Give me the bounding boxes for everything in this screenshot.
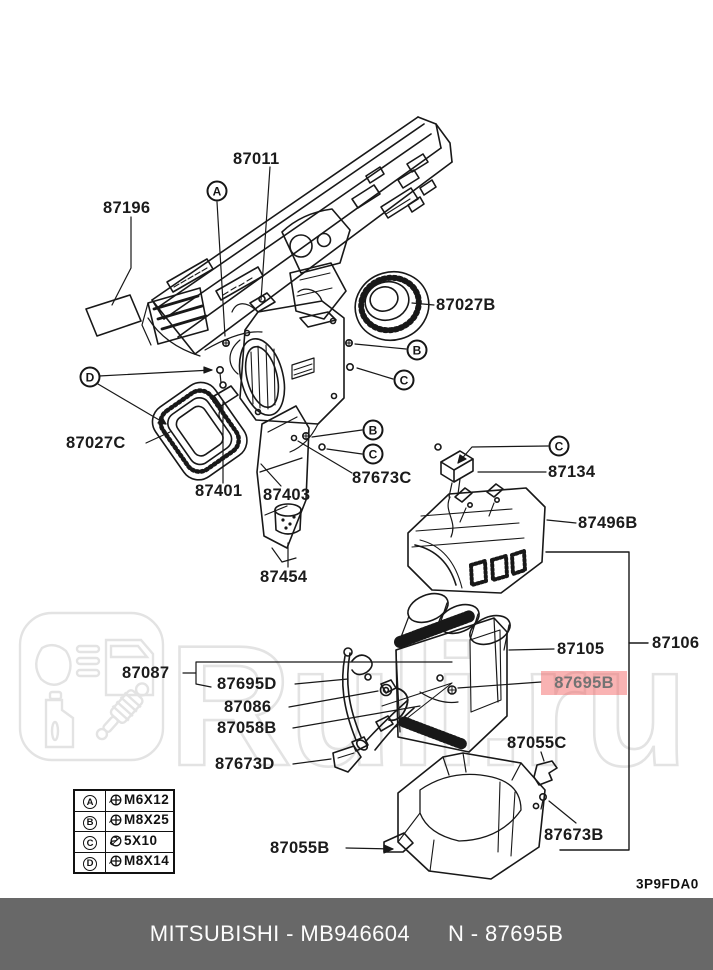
part-label-87011[interactable]: 87011 (233, 149, 280, 168)
fastener-legend-table: A M6X12 B M8X25 C 5X10 D M8X14 (73, 789, 176, 874)
resistor-87134-drawing (434, 443, 474, 538)
part-label-87027C[interactable]: 87027C (66, 433, 126, 452)
part-label-87695D[interactable]: 87695D (217, 674, 277, 693)
bracket-87403-drawing (256, 405, 310, 563)
callout-circle-C2: C (362, 443, 384, 465)
part-label-87086[interactable]: 87086 (224, 697, 272, 716)
heater-pipes-drawing (332, 647, 453, 773)
vent-87027C-drawing (151, 381, 248, 481)
duct-87027B-drawing (354, 270, 430, 342)
legend-letter-b: B (83, 815, 97, 830)
drawing-code: 3P9FDA0 (636, 876, 699, 892)
leader-lines (97, 166, 577, 854)
callout-circle-A: A (206, 180, 228, 202)
watermark-logo-icon (18, 611, 165, 762)
bracket-87055C-drawing (533, 760, 558, 810)
case-87055B-drawing (383, 752, 546, 880)
foam-87454-drawing (274, 503, 302, 535)
highlighted-part-87695B[interactable]: 87695B (541, 671, 627, 695)
part-label-87134[interactable]: 87134 (548, 462, 596, 481)
bracket-87106-lines (545, 551, 649, 851)
legend-size: M8X25 (124, 812, 170, 828)
legend-row-D: D M8X14 (73, 851, 175, 874)
legend-letter-d: D (83, 856, 97, 871)
part-label-87496B[interactable]: 87496B (578, 513, 638, 532)
bracket-87401-drawing (213, 381, 239, 422)
part-label-87055B[interactable]: 87055B (270, 838, 330, 857)
footer-catalog-ref: N - 87695B (447, 921, 564, 946)
part-label-87055C[interactable]: 87055C (507, 733, 567, 752)
part-label-87087[interactable]: 87087 (122, 663, 170, 682)
legend-size: M6X12 (124, 791, 170, 807)
legend-row-A: A M6X12 (73, 789, 175, 812)
part-label-87106[interactable]: 87106 (652, 633, 700, 652)
phillips-screw-icon (109, 854, 123, 871)
legend-row-C: C 5X10 (73, 831, 175, 853)
tapping-screw-icon (109, 834, 123, 851)
callout-circle-B: B (406, 339, 428, 361)
heater-unit-drawing (216, 288, 354, 453)
evaporator-87105-drawing (355, 592, 511, 753)
phillips-screw-icon (109, 813, 123, 830)
part-label-87027B[interactable]: 87027B (436, 295, 496, 314)
part-label-87454[interactable]: 87454 (260, 567, 308, 586)
legend-size: M8X14 (124, 853, 170, 869)
part-label-87105[interactable]: 87105 (557, 639, 605, 658)
callout-circle-C3: C (548, 435, 570, 457)
part-label-87403[interactable]: 87403 (263, 485, 311, 504)
dashboard-drawing (147, 116, 453, 357)
callout-circle-D: D (79, 366, 101, 388)
legend-row-B: B M8X25 (73, 810, 175, 832)
footer-bar: MITSUBISHI - MB946604 N - 87695B (0, 898, 713, 970)
part-label-87673C[interactable]: 87673C (352, 468, 412, 487)
phillips-screw-icon (109, 793, 123, 810)
part-label-87196[interactable]: 87196 (103, 198, 151, 217)
footer-brand-part: MITSUBISHI - MB946604 (149, 921, 410, 946)
legend-letter-c: C (83, 836, 97, 850)
callout-circle-C: C (393, 369, 415, 391)
part-label-87673B[interactable]: 87673B (544, 825, 604, 844)
legend-letter-a: A (83, 795, 97, 809)
relay-box-drawing (85, 287, 209, 346)
watermark-text: Ruli.ru (168, 610, 685, 802)
cover-87496B-drawing (407, 483, 546, 594)
callout-circle-B2: B (362, 419, 384, 441)
legend-size: 5X10 (124, 832, 158, 848)
part-label-87058B[interactable]: 87058B (217, 718, 277, 737)
part-label-87673D[interactable]: 87673D (215, 754, 275, 773)
part-label-87401[interactable]: 87401 (195, 481, 243, 500)
